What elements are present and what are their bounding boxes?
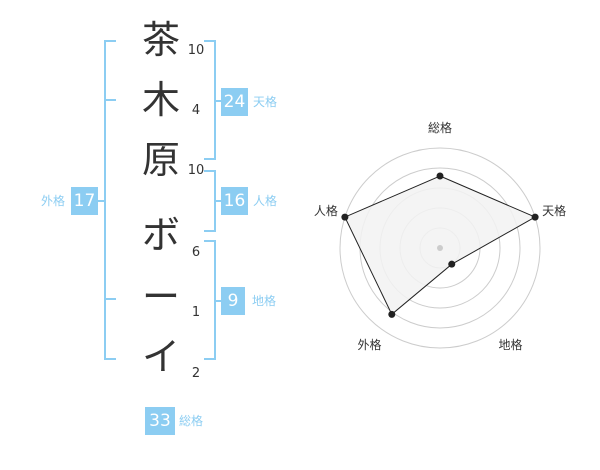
gaikaku-bracket-tick — [104, 298, 116, 300]
gaikaku-connector — [94, 200, 104, 202]
soukaku-label: 総格 — [179, 414, 204, 428]
jinkaku-label: 人格 — [253, 194, 278, 208]
radar-point-2 — [531, 213, 539, 221]
chikaku-label: 地格 — [252, 294, 277, 308]
name-char-1: 茶 — [141, 18, 180, 62]
stroke-count-4: 6 — [191, 245, 201, 260]
chikaku-bracket — [204, 240, 216, 360]
jinkaku-connector — [216, 200, 222, 202]
radar-axis-label: 外格 — [357, 337, 381, 352]
name-char-6: イ — [141, 335, 180, 379]
gaikaku-bracket-tick — [104, 99, 116, 101]
stroke-count-1: 10 — [187, 43, 205, 58]
radar-point-3 — [448, 260, 456, 268]
soukaku-score: 33 — [145, 407, 175, 435]
radar-axis-label: 人格 — [314, 203, 338, 218]
stroke-count-5: 1 — [191, 305, 201, 320]
name-char-4: ボ — [141, 213, 180, 257]
tenkaku-score: 24 — [221, 88, 248, 116]
radar-center-dot — [437, 245, 443, 251]
chikaku-score: 9 — [221, 287, 245, 315]
tenkaku-connector — [216, 100, 222, 102]
stroke-count-3: 10 — [187, 163, 205, 178]
gaikaku-bracket — [104, 40, 116, 360]
name-char-2: 木 — [141, 78, 180, 122]
jinkaku-bracket — [204, 170, 216, 232]
jinkaku-score: 16 — [221, 187, 248, 215]
tenkaku-label: 天格 — [253, 95, 278, 109]
stroke-count-2: 4 — [191, 103, 201, 118]
radar-point-1 — [436, 172, 444, 180]
radar-axis-label: 総格 — [428, 120, 452, 135]
stroke-count-6: 2 — [191, 366, 201, 381]
gaikaku-label: 外格 — [41, 194, 66, 208]
tenkaku-bracket — [204, 40, 216, 160]
radar-axis-label: 地格 — [498, 337, 522, 352]
radar-point-5 — [341, 213, 349, 221]
radar-axis-label: 天格 — [542, 203, 566, 218]
radar-point-4 — [388, 310, 396, 318]
chikaku-connector — [216, 300, 222, 302]
gaikaku-score: 17 — [71, 187, 98, 215]
name-char-5: ー — [141, 275, 180, 319]
name-char-3: 原 — [141, 138, 180, 182]
